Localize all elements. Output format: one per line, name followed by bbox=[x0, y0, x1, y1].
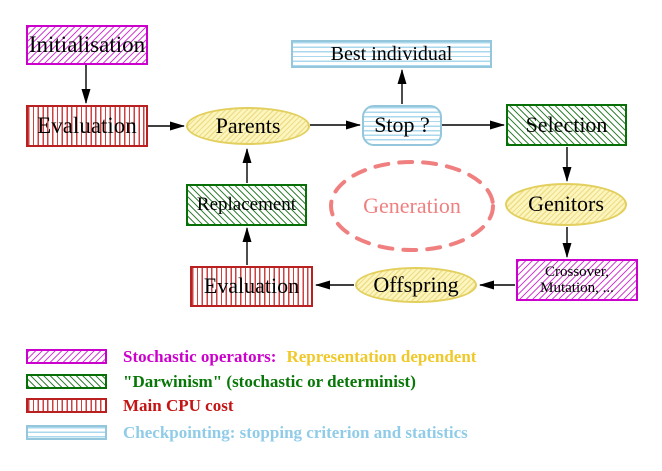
legend-row-stochastic-operators: Stochastic operators: Representation dep… bbox=[26, 348, 476, 365]
node-stop: Stop ? bbox=[362, 105, 442, 146]
crossover-line2: Mutation, ... bbox=[540, 280, 614, 296]
node-genitors: Genitors bbox=[505, 183, 627, 226]
node-replacement: Replacement bbox=[186, 184, 307, 226]
legend-label-representation-dependent: Representation dependent bbox=[286, 347, 477, 366]
crossover-line1: Crossover, bbox=[545, 263, 609, 280]
node-evaluation-bottom: Evaluation bbox=[190, 266, 313, 307]
legend-row-main-cpu-cost: Main CPU cost bbox=[26, 397, 233, 414]
node-initialisation: Initialisation bbox=[26, 25, 148, 65]
legend-swatch-cyan-stripes bbox=[26, 425, 107, 440]
generation-label: Generation bbox=[363, 193, 461, 218]
legend-row-checkpointing: Checkpointing: stopping criterion and st… bbox=[26, 424, 468, 441]
legend-label-checkpointing: Checkpointing: stopping criterion and st… bbox=[123, 423, 468, 442]
node-evaluation-top: Evaluation bbox=[26, 105, 148, 147]
legend-swatch-red-stripes bbox=[26, 398, 107, 413]
legend-label-main-cpu-cost: Main CPU cost bbox=[123, 396, 234, 415]
legend-label-stochastic-operators: Stochastic operators: bbox=[123, 347, 277, 366]
legend-row-darwinism: "Darwinism" (stochastic or determinist) bbox=[26, 373, 416, 390]
node-offspring: Offspring bbox=[355, 267, 477, 303]
node-best-individual: Best individual bbox=[291, 40, 492, 68]
node-parents: Parents bbox=[186, 107, 310, 145]
node-selection: Selection bbox=[506, 104, 627, 146]
legend-label-darwinism: "Darwinism" (stochastic or determinist) bbox=[123, 372, 416, 391]
legend-swatch-magenta-hatch bbox=[26, 349, 107, 364]
node-crossover-mutation: Crossover, Mutation, ... bbox=[516, 259, 638, 301]
legend-swatch-green-hatch bbox=[26, 374, 107, 389]
